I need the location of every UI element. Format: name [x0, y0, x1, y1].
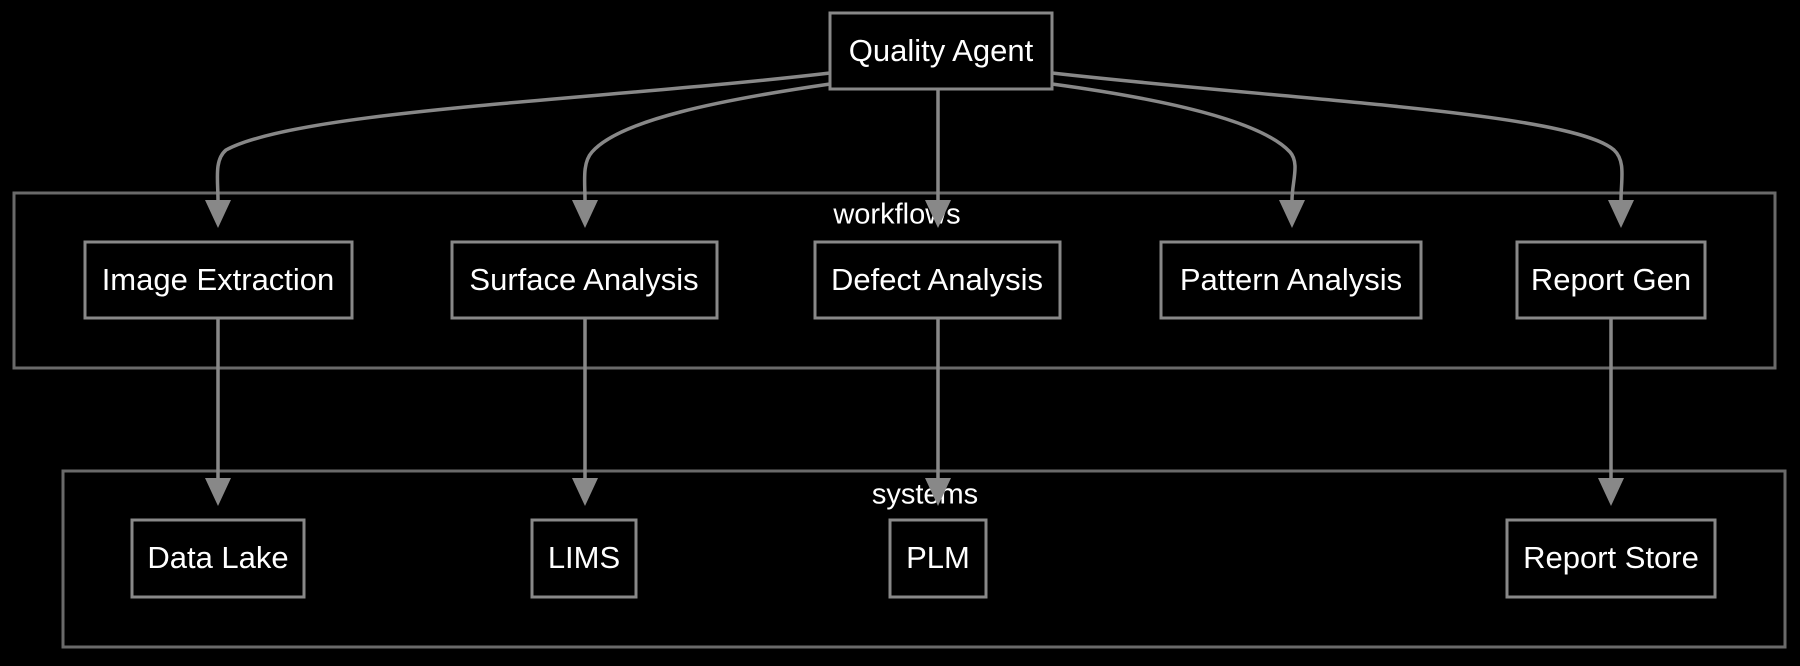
node-pattern-analysis-box[interactable]	[1159, 240, 1423, 320]
node-surface-analysis[interactable]: Surface Analysis	[450, 240, 719, 320]
arrowhead-surface-analysis-icon	[572, 200, 598, 228]
node-defect-analysis-label: Defect Analysis	[831, 262, 1043, 297]
node-image-extraction[interactable]: Image Extraction	[83, 240, 354, 320]
node-data-lake-label: Data Lake	[147, 540, 288, 575]
cluster-systems-box	[61, 469, 1787, 649]
edge-group	[215, 71, 1624, 500]
node-plm-label: PLM	[906, 540, 970, 575]
node-quality-agent-label: Quality Agent	[849, 33, 1034, 68]
node-lims-box[interactable]	[530, 518, 638, 599]
node-data-lake[interactable]: Data Lake	[130, 518, 306, 599]
arrowhead-plm-icon	[925, 478, 951, 506]
edge-quality-agent-to-image-extraction	[215, 71, 831, 222]
node-plm[interactable]: PLM	[888, 518, 988, 599]
arrowhead-pattern-analysis-icon	[1279, 200, 1305, 228]
arrowhead-image-extraction-icon	[205, 200, 231, 228]
edge-quality-agent-to-pattern-analysis	[1051, 82, 1297, 222]
node-defect-analysis-box[interactable]	[813, 240, 1062, 320]
edge-quality-agent-to-report-gen	[1051, 71, 1624, 222]
node-data-lake-box[interactable]	[130, 518, 306, 599]
edge-quality-agent-to-surface-analysis	[582, 82, 831, 222]
node-image-extraction-box[interactable]	[83, 240, 354, 320]
arrowhead-report-store-icon	[1598, 478, 1624, 506]
node-defect-analysis[interactable]: Defect Analysis	[813, 240, 1062, 320]
node-pattern-analysis[interactable]: Pattern Analysis	[1159, 240, 1423, 320]
node-report-gen-box[interactable]	[1515, 240, 1707, 320]
cluster-workflows-box	[12, 191, 1777, 370]
node-quality-agent-box[interactable]	[828, 11, 1054, 91]
cluster-systems: systems	[61, 469, 1787, 649]
cluster-systems-label: systems	[872, 479, 978, 511]
node-plm-box[interactable]	[888, 518, 988, 599]
node-lims-label: LIMS	[548, 540, 620, 575]
arrowhead-lims-icon	[572, 478, 598, 506]
node-lims[interactable]: LIMS	[530, 518, 638, 599]
node-report-gen[interactable]: Report Gen	[1515, 240, 1707, 320]
node-report-store[interactable]: Report Store	[1505, 518, 1717, 599]
node-report-store-box[interactable]	[1505, 518, 1717, 599]
node-report-store-label: Report Store	[1523, 540, 1699, 575]
node-image-extraction-label: Image Extraction	[102, 262, 335, 297]
arrowhead-defect-analysis-icon	[925, 200, 951, 228]
node-surface-analysis-label: Surface Analysis	[469, 262, 698, 297]
node-surface-analysis-box[interactable]	[450, 240, 719, 320]
arrowhead-group	[205, 200, 1634, 506]
node-quality-agent[interactable]: Quality Agent	[828, 11, 1054, 91]
arrowhead-report-gen-icon	[1608, 200, 1634, 228]
node-report-gen-label: Report Gen	[1531, 262, 1691, 297]
node-pattern-analysis-label: Pattern Analysis	[1180, 262, 1402, 297]
arrowhead-data-lake-icon	[205, 478, 231, 506]
